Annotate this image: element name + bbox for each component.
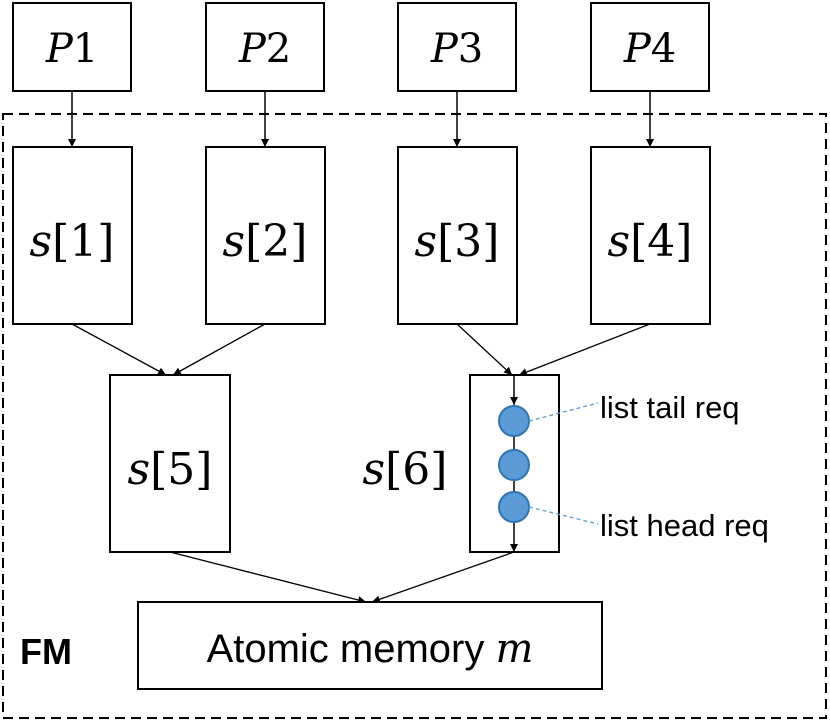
queue-node-middle bbox=[498, 449, 530, 481]
svg-text:s[1]: s[1] bbox=[30, 216, 115, 267]
svg-text:Atomic memory m: Atomic memory m bbox=[207, 626, 534, 672]
svg-text:P3: P3 bbox=[430, 26, 483, 72]
tail-leader bbox=[528, 402, 599, 422]
node-s1: s[1] bbox=[12, 146, 133, 325]
arrow-s1-s5 bbox=[71, 323, 167, 376]
process-p2: P2 bbox=[205, 2, 325, 92]
svg-text:s[2]: s[2] bbox=[223, 216, 308, 267]
process-p1: P1 bbox=[12, 2, 132, 92]
fm-label: FM bbox=[20, 631, 72, 672]
svg-text:P4: P4 bbox=[623, 26, 676, 72]
arrow-s2-s5 bbox=[172, 323, 266, 376]
node-s6-label: s[6] bbox=[363, 444, 448, 495]
process-p4: P4 bbox=[590, 2, 710, 92]
svg-text:P1: P1 bbox=[45, 26, 98, 72]
arrow-s5-memory bbox=[169, 551, 367, 604]
head-annotation: list head req bbox=[600, 508, 769, 543]
process-p3: P3 bbox=[397, 2, 517, 92]
node-s3: s[3] bbox=[397, 146, 518, 325]
svg-text:s[5]: s[5] bbox=[128, 444, 213, 495]
arrow-s3-s6 bbox=[456, 323, 513, 376]
node-s6: s[6] bbox=[363, 374, 560, 553]
arrow-s4-s6 bbox=[518, 323, 651, 376]
node-s4: s[4] bbox=[590, 146, 711, 325]
svg-text:s[3]: s[3] bbox=[415, 216, 500, 267]
queue-node-head bbox=[498, 491, 530, 523]
node-s2: s[2] bbox=[205, 146, 326, 325]
svg-text:P2: P2 bbox=[238, 26, 291, 72]
svg-text:s[4]: s[4] bbox=[608, 216, 693, 267]
tail-annotation: list tail req bbox=[600, 390, 740, 425]
queue-node-tail bbox=[498, 405, 530, 437]
atomic-memory: Atomic memory m bbox=[137, 601, 603, 690]
head-leader bbox=[528, 506, 599, 525]
fm-boundary bbox=[2, 113, 827, 719]
node-s5: s[5] bbox=[109, 374, 231, 553]
arrow-s6-memory bbox=[371, 551, 515, 604]
